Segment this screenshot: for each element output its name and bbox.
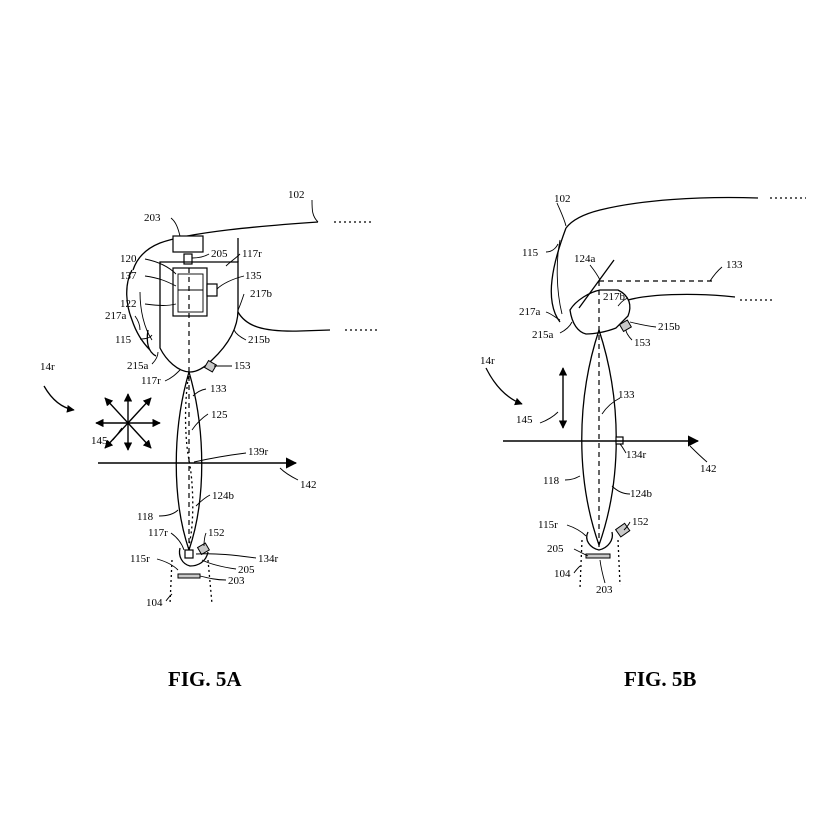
pad-203 — [585, 553, 611, 559]
ear-lower-left — [169, 559, 173, 605]
ear-contour-inner — [139, 291, 153, 341]
caption-fig-5b: FIG. 5B — [624, 667, 696, 691]
label-133: 133 — [726, 259, 743, 271]
label-124b: 124b — [630, 488, 653, 500]
feature-153 — [203, 359, 218, 373]
label-122: 122 — [120, 298, 137, 310]
label-115r: 115r — [130, 553, 150, 565]
label-117r-c: 117r — [148, 527, 168, 539]
label-133: 133 — [210, 383, 227, 395]
label-104: 104 — [554, 568, 571, 580]
label-142: 142 — [300, 479, 317, 491]
ear-lower-right — [617, 539, 621, 586]
label-203: 203 — [144, 212, 161, 224]
camera-body-inner — [177, 273, 204, 313]
label-120: 120 — [120, 253, 137, 265]
head-outline-top — [565, 196, 759, 229]
label-217a: 217a — [519, 306, 541, 318]
label-104: 104 — [146, 597, 163, 609]
label-205-b: 205 — [238, 564, 255, 576]
outer-ear-115 — [550, 227, 567, 323]
label-145: 145 — [91, 435, 108, 447]
label-142: 142 — [700, 463, 717, 475]
ear-lower-right — [207, 559, 213, 605]
connector-205 — [183, 253, 193, 265]
device-housing-120 — [159, 261, 239, 373]
head-outline-bottom — [237, 311, 331, 332]
label-134r: 134r — [258, 553, 279, 565]
sensor-135 — [206, 283, 218, 297]
label-215b: 215b — [658, 321, 681, 333]
label-14r: 14r — [40, 361, 55, 373]
label-14r: 14r — [480, 355, 495, 367]
label-153: 153 — [234, 360, 251, 372]
leader-lines-5b — [539, 202, 723, 584]
label-145: 145 — [516, 414, 533, 426]
temple-arc-215a — [146, 329, 157, 357]
display-housing-top — [172, 235, 204, 253]
label-115: 115 — [522, 247, 539, 259]
motion-axis-diag2 — [104, 397, 152, 449]
label-203-b: 203 — [228, 575, 245, 587]
label-217a: 217a — [105, 310, 127, 322]
label-152: 152 — [208, 527, 225, 539]
feature-153 — [618, 319, 633, 333]
device-housing — [569, 289, 631, 335]
label-205: 205 — [211, 248, 228, 260]
label-124b: 124b — [212, 490, 235, 502]
head-outline-top — [132, 221, 319, 271]
label-153: 153 — [634, 337, 651, 349]
label-134r: 134r — [626, 449, 647, 461]
label-124a: 124a — [574, 253, 596, 265]
label-139r: 139r — [248, 446, 269, 458]
label-217b: 217b — [250, 288, 273, 300]
ear-inner-contour — [556, 239, 563, 315]
label-125: 125 — [211, 409, 228, 421]
label-102: 102 — [288, 189, 305, 201]
label-133-b: 133 — [618, 389, 635, 401]
rotation-arrow-14r — [43, 385, 75, 413]
label-118: 118 — [137, 511, 154, 523]
mirror-124a — [578, 259, 615, 309]
figure-5a: 102 203 205 117r 120 137 135 217b 122 21… — [40, 189, 380, 691]
label-135: 135 — [245, 270, 262, 282]
figure-5b: 102 115 124a 133 217b 217a 215b 215a 153… — [480, 193, 806, 691]
head-outline-bottom — [627, 293, 736, 301]
lens-outline-118 — [581, 327, 617, 547]
label-117r: 117r — [242, 248, 262, 260]
ear-lower-left — [579, 539, 583, 589]
lower-earpiece-body — [178, 547, 209, 567]
label-137: 137 — [120, 270, 137, 282]
label-115: 115 — [115, 334, 132, 346]
pad-203-lower — [177, 573, 201, 579]
label-102: 102 — [554, 193, 571, 205]
label-118: 118 — [543, 475, 560, 487]
label-203: 203 — [596, 584, 613, 596]
leader-lines-5a — [112, 199, 319, 602]
label-215a: 215a — [532, 329, 554, 341]
label-205: 205 — [547, 543, 564, 555]
rotation-arrow-14r — [485, 367, 523, 406]
label-152: 152 — [632, 516, 649, 528]
caption-fig-5a: FIG. 5A — [168, 667, 242, 691]
label-115r: 115r — [538, 519, 558, 531]
feature-152 — [196, 542, 211, 556]
lower-earpiece-body — [586, 531, 614, 551]
label-215a: 215a — [127, 360, 149, 372]
label-217b: 217b — [603, 291, 626, 303]
camera-134r — [184, 549, 194, 559]
label-117r-b: 117r — [141, 375, 161, 387]
label-215b: 215b — [248, 334, 271, 346]
outer-ear-left — [126, 269, 151, 351]
